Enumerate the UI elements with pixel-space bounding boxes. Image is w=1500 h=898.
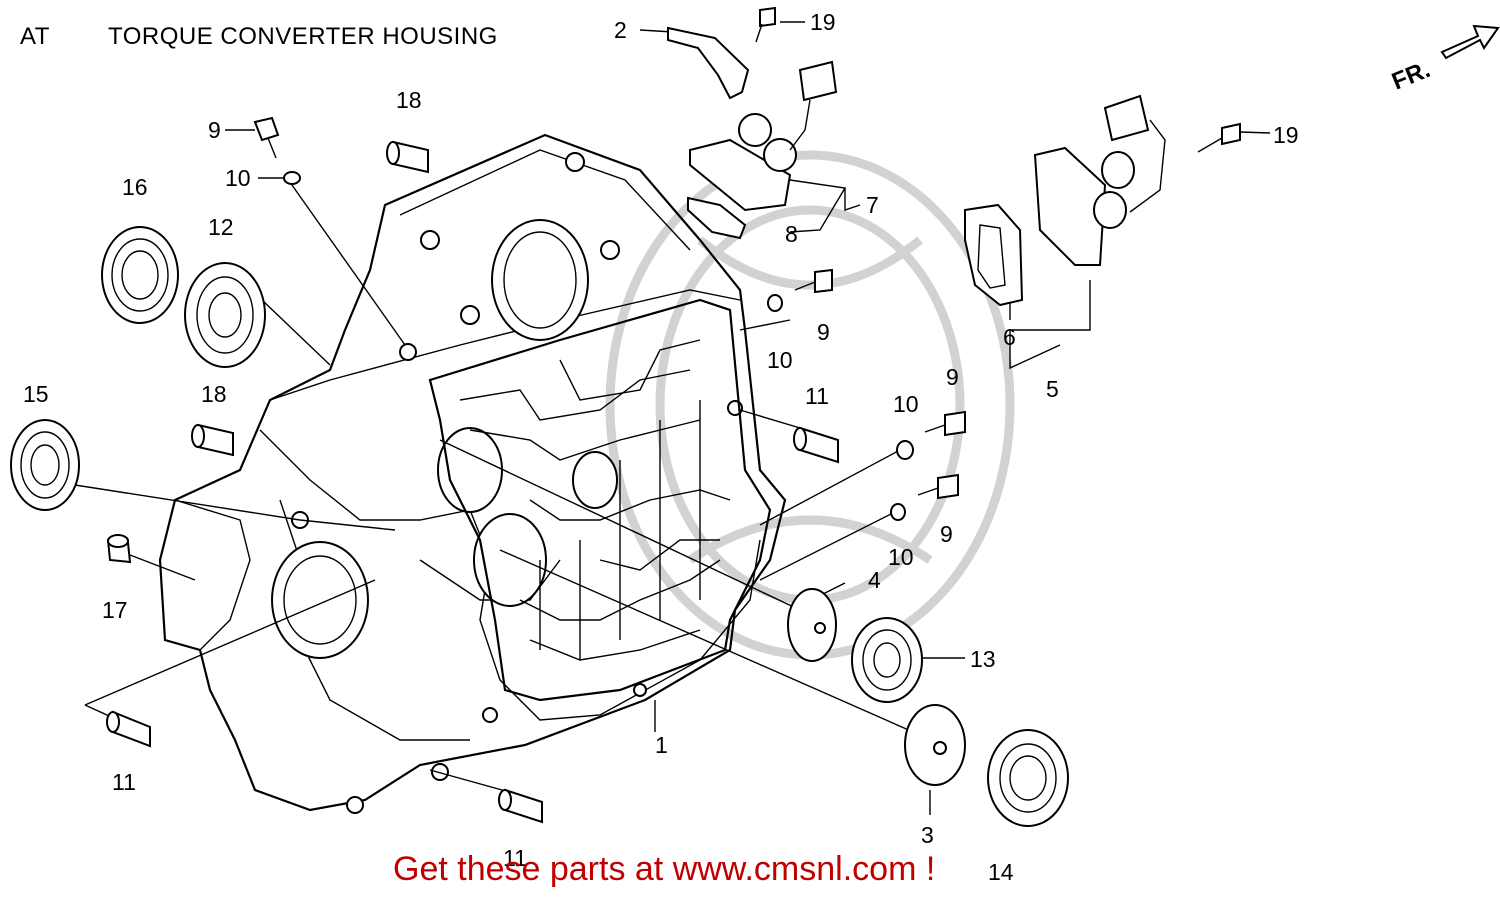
callout-19-right: 19 <box>1273 122 1299 148</box>
callout-10-mid: 10 <box>767 347 793 373</box>
callout-5: 5 <box>1046 376 1059 402</box>
part-10-washer-top-left <box>283 171 301 185</box>
part-14-needle-bearing <box>987 729 1069 827</box>
valve-body-passages <box>428 298 772 702</box>
callout-11-left: 11 <box>112 769 136 795</box>
callout-9-top-left: 9 <box>208 117 221 143</box>
callout-10-right-lower: 10 <box>888 544 914 570</box>
callout-11-bottom: 11 <box>503 845 527 871</box>
callout-16: 16 <box>122 174 148 200</box>
section-code: AT <box>20 23 50 50</box>
callout-4: 4 <box>868 567 881 593</box>
part-9-bolt-top-left <box>253 116 280 159</box>
promo-link-text[interactable]: Get these parts at www.cmsnl.com ! <box>393 850 935 888</box>
part-16-oil-seal <box>101 226 179 324</box>
part-18-dowel-pin-top <box>386 140 429 174</box>
callout-10-top-left: 10 <box>225 165 251 191</box>
part-19-bolt-top <box>755 6 776 43</box>
part-19-bolt-right <box>1197 122 1241 153</box>
part-5-solenoid-assembly <box>1033 94 1166 266</box>
callout-18-left: 18 <box>201 381 227 407</box>
part-13-bearing <box>851 617 923 703</box>
part-9-bolt-right-lower <box>917 473 959 500</box>
part-10-washer-right-upper <box>896 440 914 460</box>
part-10-washer-right-lower <box>890 503 906 521</box>
callout-1: 1 <box>655 732 668 758</box>
callout-19-top: 19 <box>810 9 836 35</box>
part-17-collar <box>106 534 132 564</box>
callout-9-right-upper: 9 <box>946 364 959 390</box>
part-2-bracket <box>667 26 750 100</box>
callout-13: 13 <box>970 646 996 672</box>
callout-3: 3 <box>921 822 934 848</box>
front-label: FR. <box>1388 56 1434 96</box>
callout-labels: 1 2 3 4 5 6 7 8 9 9 9 9 10 10 10 10 11 1… <box>23 9 1299 885</box>
front-direction-arrow: FR. <box>1388 24 1500 96</box>
callout-15: 15 <box>23 381 49 407</box>
part-6-gasket <box>964 203 1024 307</box>
callout-17: 17 <box>102 597 128 623</box>
callout-9-right-lower: 9 <box>940 521 953 547</box>
callout-9-mid: 9 <box>817 319 830 345</box>
part-15-oil-seal <box>10 419 80 511</box>
callout-11-right: 11 <box>805 383 829 409</box>
part-11-dowel-bottom-left <box>106 710 151 748</box>
callout-14: 14 <box>988 859 1014 885</box>
part-7-solenoid-assembly <box>689 60 838 212</box>
callout-7: 7 <box>866 192 879 218</box>
leader-lines <box>74 21 1271 815</box>
callout-12: 12 <box>208 214 234 240</box>
part-12-ball-bearing <box>184 262 266 368</box>
callout-10-right-upper: 10 <box>893 391 919 417</box>
part-10-washer-mid <box>767 294 783 312</box>
callout-18-top: 18 <box>396 87 422 113</box>
part-18-dowel-pin-left <box>191 423 234 457</box>
part-9-bolt-right-upper <box>924 410 966 437</box>
callout-8: 8 <box>785 221 798 247</box>
diagram-title: TORQUE CONVERTER HOUSING <box>108 23 498 50</box>
part-11-dowel-right <box>793 426 839 464</box>
part-8-gasket <box>687 196 747 240</box>
part-3-cap <box>904 704 966 786</box>
part-11-dowel-bottom <box>498 788 543 824</box>
callout-6: 6 <box>1003 324 1016 350</box>
callout-2: 2 <box>614 17 627 43</box>
part-9-bolt-mid <box>794 268 833 294</box>
housing-body <box>158 133 787 814</box>
part-4-cap <box>787 588 837 662</box>
